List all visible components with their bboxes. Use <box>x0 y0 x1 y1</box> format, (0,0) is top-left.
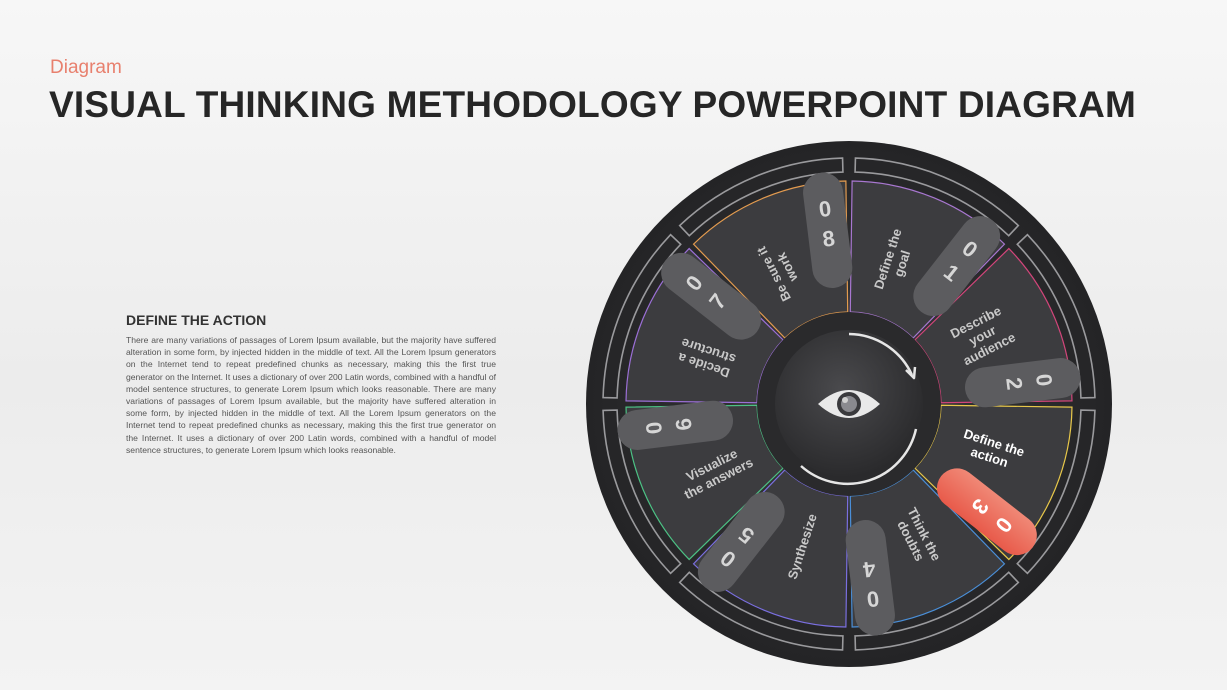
step-number-digit: 6 <box>671 417 697 432</box>
number-tab-03[interactable]: 03 <box>929 460 1045 563</box>
cycle-arrow-head <box>905 366 917 380</box>
number-tab-pill <box>617 400 734 450</box>
number-tab-04[interactable]: 04 <box>843 518 897 638</box>
number-tab-05[interactable]: 05 <box>690 484 793 600</box>
center-hub <box>757 312 941 496</box>
number-tab-08[interactable]: 08 <box>801 170 855 290</box>
outer-ring-arc-1 <box>854 157 1020 237</box>
number-tab-pill <box>964 358 1081 408</box>
outer-ring-arc-2 <box>1016 233 1096 399</box>
description-heading: DEFINE THE ACTION <box>126 312 267 328</box>
outer-ring-arc-6 <box>602 409 682 575</box>
outer-ring-arc-5 <box>678 571 844 651</box>
slide-subtitle: Diagram <box>50 57 122 78</box>
cycle-arrow-arc <box>848 332 914 376</box>
step-number-digit: 2 <box>1001 376 1027 391</box>
number-tab-pill <box>697 491 785 592</box>
step-number-digit: 4 <box>861 556 877 582</box>
description-block: DEFINE THE ACTION There are many variati… <box>126 312 496 456</box>
step-number-digit: 0 <box>817 196 832 222</box>
number-tab-pill <box>913 216 1001 317</box>
step-number-digit: 0 <box>641 420 667 435</box>
step-number-digit: 0 <box>865 586 880 612</box>
number-tab-01[interactable]: 01 <box>905 208 1008 324</box>
outer-ring-arc-4 <box>854 571 1020 651</box>
outer-ring-arcs <box>602 157 1096 651</box>
number-tab-02[interactable]: 02 <box>963 356 1083 410</box>
number-tab-pill <box>845 519 895 636</box>
description-body: There are many variations of passages of… <box>126 335 496 455</box>
number-tab-pill <box>661 252 762 340</box>
step-number-digit: 0 <box>1031 372 1057 387</box>
outer-ring-arc-8 <box>678 157 844 237</box>
cycle-arc-bottom <box>800 428 918 486</box>
outer-ring-arc-3 <box>1016 409 1096 575</box>
eye-icon <box>818 390 880 418</box>
outer-ring-arc-7 <box>602 233 682 399</box>
number-tab-pill <box>803 172 853 289</box>
step-number-digit: 8 <box>821 226 836 252</box>
number-tab-07[interactable]: 07 <box>653 245 769 348</box>
slide-title: VISUAL THINKING METHODOLOGY POWERPOINT D… <box>49 84 1137 125</box>
number-tab-pill <box>936 468 1037 556</box>
